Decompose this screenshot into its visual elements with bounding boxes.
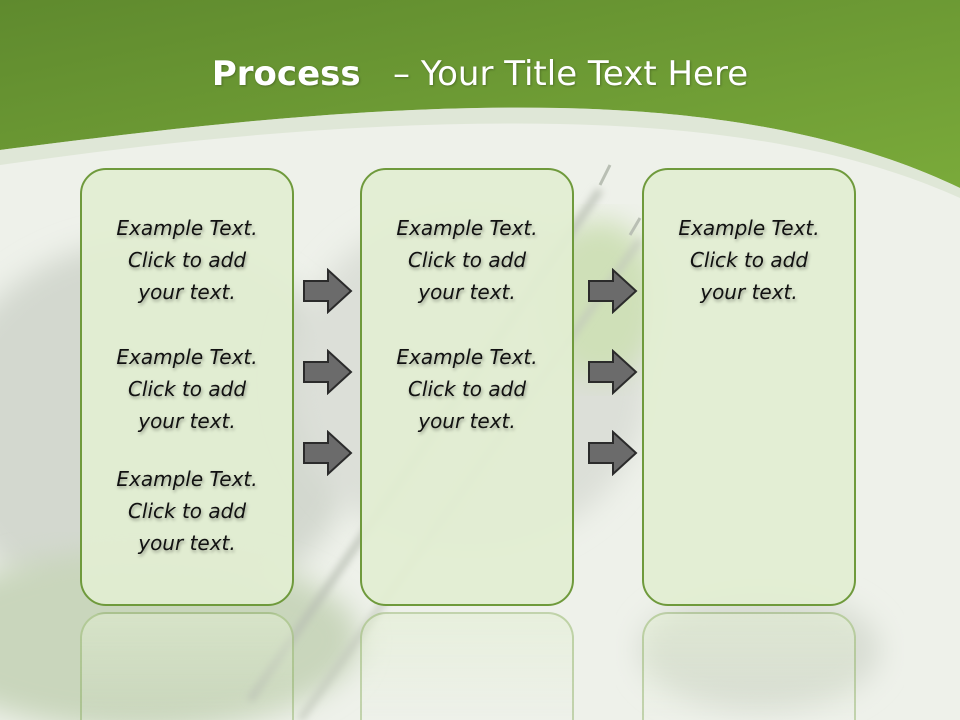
text-placeholder[interactable]: Example Text. Click to add your text. <box>396 345 538 433</box>
process-box-2[interactable]: Example Text. Click to add your text. Ex… <box>360 168 574 606</box>
title-bold-word: Process <box>211 54 361 94</box>
text-placeholder[interactable]: Example Text. Click to add your text. <box>396 216 538 304</box>
right-arrow-icon[interactable] <box>587 349 639 395</box>
right-arrow-icon[interactable] <box>302 349 354 395</box>
process-box-3[interactable]: Example Text. Click to add your text. <box>642 168 856 606</box>
title-text: – Your Title Text Here <box>393 54 749 94</box>
right-arrow-icon[interactable] <box>587 430 639 476</box>
text-placeholder[interactable]: Example Text. Click to add your text. <box>678 216 820 304</box>
header-band <box>0 0 960 198</box>
right-arrow-icon[interactable] <box>302 430 354 476</box>
box-reflection-3 <box>642 612 856 720</box>
text-placeholder[interactable]: Example Text. Click to add your text. <box>116 345 258 433</box>
process-box-1[interactable]: Example Text. Click to add your text. Ex… <box>80 168 294 606</box>
right-arrow-icon[interactable] <box>587 268 639 314</box>
text-placeholder[interactable]: Example Text. Click to add your text. <box>116 216 258 304</box>
text-placeholder[interactable]: Example Text. Click to add your text. <box>116 467 258 555</box>
box-reflection-2 <box>360 612 574 720</box>
right-arrow-icon[interactable] <box>302 268 354 314</box>
box-reflection-1 <box>80 612 294 720</box>
slide-title[interactable]: Process – Your Title Text Here <box>0 52 960 96</box>
